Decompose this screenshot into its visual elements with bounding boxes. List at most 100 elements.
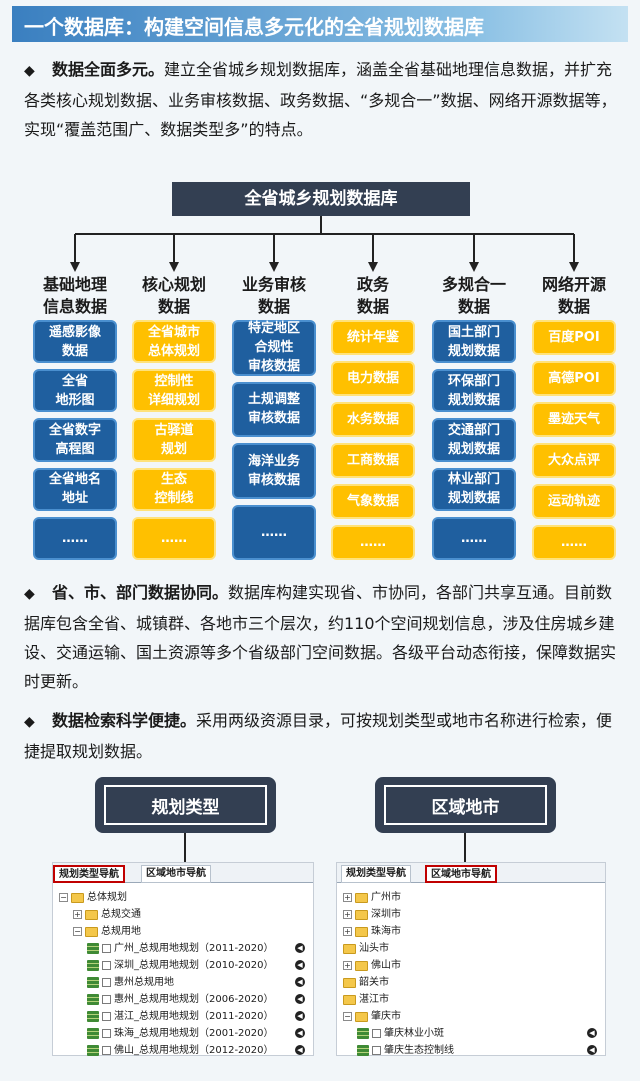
data-item-box: 遥感影像 数据	[33, 320, 117, 364]
checkbox[interactable]	[102, 1012, 111, 1021]
bullet-icon: ◆	[24, 714, 35, 730]
tree-row[interactable]: 肇庆林业小斑	[357, 1025, 444, 1042]
tree-row[interactable]: 汕头市	[343, 940, 389, 957]
layer-icon	[87, 1045, 99, 1056]
checkbox[interactable]	[102, 978, 111, 987]
data-item-label: 全省 地形图	[55, 373, 95, 408]
tree-row-label: 深圳市	[371, 909, 401, 920]
collapse-icon[interactable]: −	[73, 927, 82, 936]
collapse-icon[interactable]: −	[59, 893, 68, 902]
expand-icon[interactable]: +	[73, 910, 82, 919]
tree-row-label: 广州_总规用地规划（2011-2020）	[114, 943, 274, 954]
column-title-line: 多规合一	[441, 275, 506, 294]
tree-row[interactable]: −总体规划	[59, 889, 127, 906]
checkbox[interactable]	[102, 995, 111, 1004]
checkbox[interactable]	[102, 1046, 111, 1055]
column-title-line: 数据	[257, 297, 290, 316]
tree-row[interactable]: 惠州总规用地	[87, 974, 174, 991]
tree-row[interactable]: +总规交通	[73, 906, 141, 923]
play-arrow-icon[interactable]: ◀	[295, 977, 305, 987]
play-arrow-icon[interactable]: ◀	[295, 1045, 305, 1055]
folder-icon	[355, 1011, 368, 1022]
plan-type-button[interactable]: 规划类型	[95, 777, 276, 833]
data-item-box: 全省 地形图	[33, 369, 117, 413]
tree-row-label: 湛江市	[359, 994, 389, 1005]
play-arrow-icon[interactable]: ◀	[587, 1045, 597, 1055]
panel-tabs: 规划类型导航 区域地市导航	[53, 863, 313, 883]
arrow-head-icon	[569, 262, 579, 272]
region-city-button[interactable]: 区域地市	[375, 777, 556, 833]
tree-row[interactable]: 珠海_总规用地规划（2001-2020）	[87, 1025, 274, 1042]
data-item-label: 生态 控制线	[154, 472, 194, 507]
data-item-label: ……	[161, 530, 187, 546]
play-arrow-icon[interactable]: ◀	[295, 994, 305, 1004]
data-item-box: ……	[432, 516, 516, 560]
data-item-box: 百度POI	[532, 320, 616, 355]
data-item-label: ……	[261, 524, 287, 540]
arrow-head-icon	[70, 262, 80, 272]
data-item-box: ……	[132, 516, 216, 560]
tree-row[interactable]: 惠州_总规用地规划（2006-2020）	[87, 991, 274, 1008]
tree-row[interactable]: −肇庆市	[343, 1008, 401, 1025]
checkbox[interactable]	[102, 1029, 111, 1038]
tree-row-label: 惠州总规用地	[114, 977, 174, 988]
tree-row[interactable]: +广州市	[343, 889, 401, 906]
tree-row[interactable]: 湛江_总规用地规划（2011-2020）	[87, 1008, 274, 1025]
data-item-label: 交通部门 规划数据	[447, 422, 500, 457]
data-item-label: 国土部门 规划数据	[447, 324, 500, 359]
play-arrow-icon[interactable]: ◀	[295, 1028, 305, 1038]
tree-row[interactable]: + 佛山市	[343, 957, 401, 974]
data-item-box: 交通部门 规划数据	[432, 418, 516, 462]
play-arrow-icon[interactable]: ◀	[295, 960, 305, 970]
expand-icon[interactable]: +	[343, 893, 352, 902]
data-item-label: 海洋业务 审核数据	[247, 453, 300, 488]
layer-icon	[87, 943, 99, 954]
tab-region-nav[interactable]: 区域地市导航	[141, 865, 211, 883]
tree-row[interactable]: 肇庆生态控制线	[357, 1042, 454, 1059]
paragraph-data-search: ◆数据检索科学便捷。采用两级资源目录，可按规划类型或地市名称进行检索，便捷提取规…	[24, 706, 620, 766]
arrow-head-icon	[169, 262, 179, 272]
data-item-label: ……	[360, 535, 386, 550]
data-item-box: 电力数据	[331, 361, 415, 396]
folder-icon	[85, 926, 98, 937]
checkbox[interactable]	[102, 944, 111, 953]
tab-region-nav[interactable]: 区域地市导航	[425, 865, 497, 883]
tree-row[interactable]: 佛山_总规用地规划（2012-2020）	[87, 1042, 274, 1059]
data-item-box: 墨迹天气	[532, 402, 616, 437]
tree-row-label: 韶关市	[359, 977, 389, 988]
data-item-box: ……	[331, 525, 415, 560]
folder-icon	[85, 909, 98, 920]
tree-row-label: 佛山市	[371, 960, 401, 971]
checkbox[interactable]	[102, 961, 111, 970]
expand-icon[interactable]: +	[343, 961, 352, 970]
play-arrow-icon[interactable]: ◀	[295, 943, 305, 953]
tree-row-label: 深圳_总规用地规划（2010-2020）	[114, 960, 274, 971]
tab-plan-type-nav[interactable]: 规划类型导航	[53, 865, 125, 883]
data-item-label: 电力数据	[346, 371, 399, 386]
bullet-icon: ◆	[24, 586, 35, 602]
tree-row[interactable]: 深圳_总规用地规划（2010-2020）	[87, 957, 274, 974]
expand-icon[interactable]: +	[343, 910, 352, 919]
tree-row[interactable]: 韶关市	[343, 974, 389, 991]
tab-plan-type-nav[interactable]: 规划类型导航	[341, 865, 411, 883]
checkbox[interactable]	[372, 1046, 381, 1055]
tree-row[interactable]: + 深圳市	[343, 906, 401, 923]
tree-row[interactable]: 湛江市	[343, 991, 389, 1008]
paragraph-data-diversity: ◆数据全面多元。建立全省城乡规划数据库，涵盖全省基础地理信息数据，并扩充各类核心…	[24, 55, 620, 144]
play-arrow-icon[interactable]: ◀	[587, 1028, 597, 1038]
column-title: 多规合一数据	[424, 274, 524, 318]
checkbox[interactable]	[372, 1029, 381, 1038]
region-nav-panel: 规划类型导航 区域地市导航 +广州市+深圳市+珠海市汕头市+佛山市韶关市湛江市−…	[336, 862, 606, 1056]
data-item-box: 统计年鉴	[331, 320, 415, 355]
paragraph-data-collaboration: ◆省、市、部门数据协同。数据库构建实现省、市协同，各部门共享互通。目前数据库包含…	[24, 578, 620, 696]
play-arrow-icon[interactable]: ◀	[295, 1011, 305, 1021]
tree-row[interactable]: 广州_总规用地规划（2011-2020）	[87, 940, 274, 957]
data-item-label: 工商数据	[346, 453, 399, 468]
plan-type-nav-panel: 规划类型导航 区域地市导航 −总体规划+总规交通−总规用地广州_总规用地规划（2…	[52, 862, 314, 1056]
expand-icon[interactable]: +	[343, 927, 352, 936]
column-title-line: 数据	[356, 297, 389, 316]
tree-row[interactable]: +珠海市	[343, 923, 401, 940]
collapse-icon[interactable]: −	[343, 1012, 352, 1021]
tree-row[interactable]: −总规用地	[73, 923, 141, 940]
